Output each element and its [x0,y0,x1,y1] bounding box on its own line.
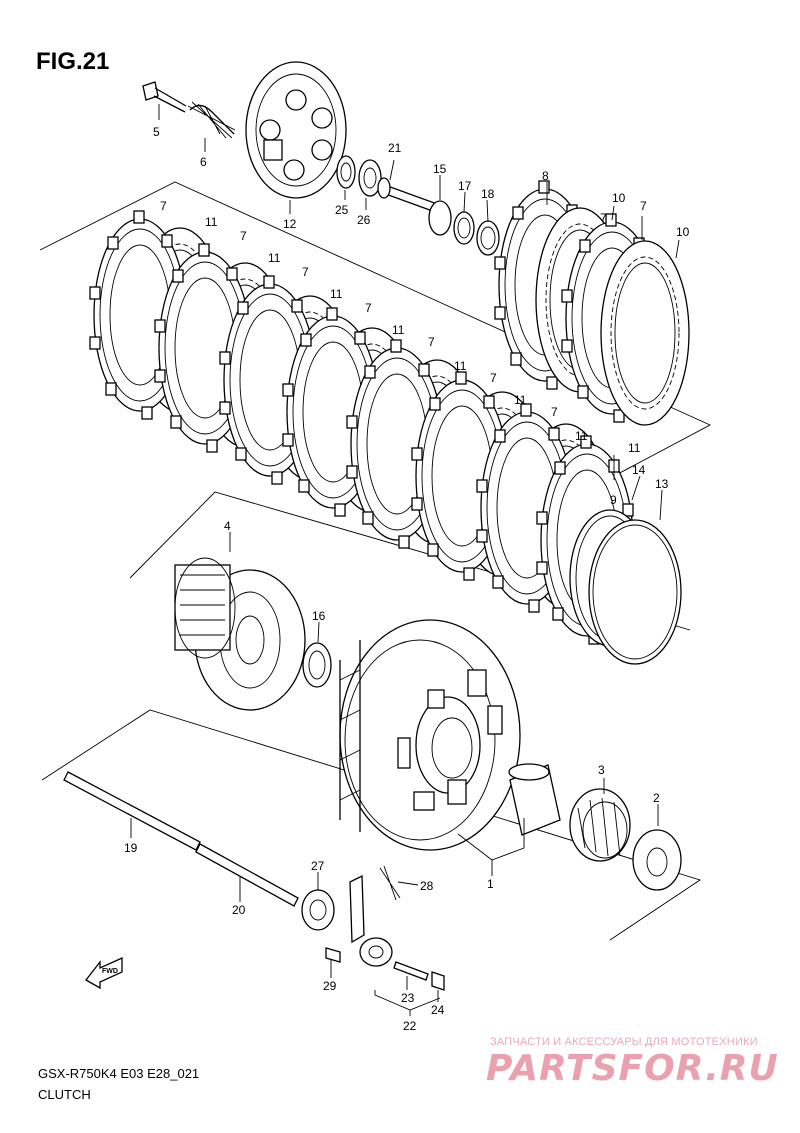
watermark-subtitle: ЗАПЧАСТИ И АКСЕССУАРЫ ДЛЯ МОТОТЕХНИКИ [490,1036,758,1048]
leader-lines [130,104,680,1016]
figure-title: FIG.21 [36,48,110,75]
callout-plate-7: 7 [490,371,497,385]
callout-plate-11: 11 [514,393,527,407]
callout-14: 14 [632,463,646,477]
callout-28: 28 [420,879,434,893]
section-name: CLUTCH [38,1087,91,1102]
callout-plate-7: 7 [640,199,647,213]
watermark-brand: PARTSFOR.RU [486,1048,779,1089]
callout-21: 21 [388,141,402,155]
callout-plate-7: 7 [428,335,435,349]
callout-27: 27 [311,859,325,873]
callout-plate-7: 7 [600,211,607,225]
callout-plate-11: 11 [392,323,405,337]
fwd-label: FWD [102,968,118,975]
callout-29: 29 [323,979,337,993]
callout-17: 17 [458,179,472,193]
callout-6: 6 [200,155,207,169]
callout-plate-10: 10 [612,191,626,205]
callout-23: 23 [401,991,415,1005]
model-code: GSX-R750K4 E03 E28_021 [38,1066,200,1081]
callout-plate-7: 7 [302,265,309,279]
callout-4: 4 [224,519,231,533]
clutch-housing [339,619,521,851]
callout-plate-10: 10 [676,225,690,239]
callout-5: 5 [153,125,160,139]
callout-plate-11: 11 [454,359,467,373]
callout-plate-11: 11 [575,429,588,443]
callout-22: 22 [403,1019,417,1033]
callout-plate-11: 11 [330,287,343,301]
callout-plate-7: 7 [240,229,247,243]
callout-19: 19 [124,841,138,855]
callout-plate-7: 7 [551,405,558,419]
callout-24: 24 [431,1003,445,1017]
callout-1: 1 [487,877,494,891]
callout-9: 9 [610,493,617,507]
callout-18: 18 [481,187,495,201]
callout-numbers: 5 6 12 21 15 17 18 25 26 8 9 14 13 4 16 … [124,125,690,1033]
callout-15: 15 [433,162,447,176]
callout-plate-11: 11 [628,441,641,455]
callout-16: 16 [312,609,326,623]
callout-20: 20 [232,903,246,917]
callout-plate-7: 7 [365,301,372,315]
fwd-arrow-icon: FWD [85,956,123,990]
callout-plate-11: 11 [205,215,218,229]
pressure-plate [245,61,347,199]
callout-12: 12 [283,217,297,231]
callout-plate-11: 11 [268,251,281,265]
callout-8: 8 [542,169,549,183]
callout-3: 3 [598,763,605,777]
clutch-hub [174,557,306,711]
callout-2: 2 [653,791,660,805]
callout-13: 13 [655,477,669,491]
callout-plate-7: 7 [160,199,167,213]
callout-25: 25 [335,203,349,217]
callout-26: 26 [357,213,371,227]
